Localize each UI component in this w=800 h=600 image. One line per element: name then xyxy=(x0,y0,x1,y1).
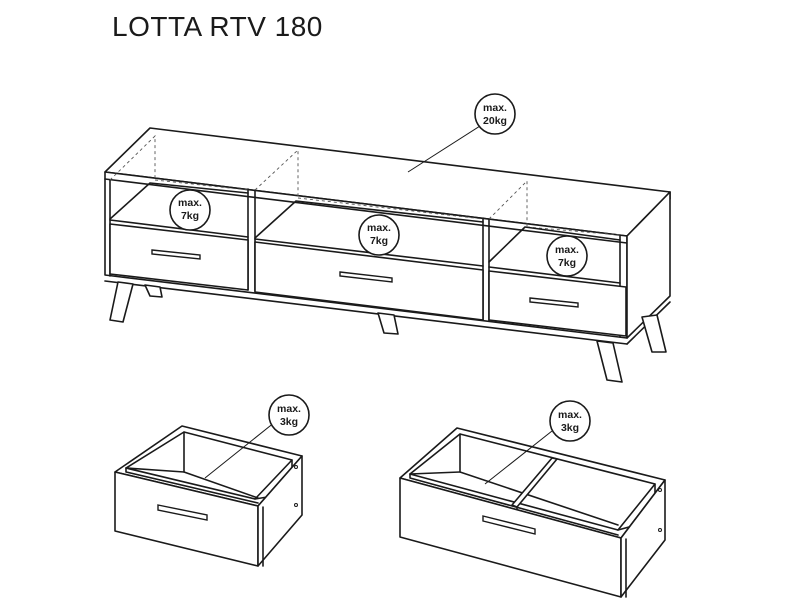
leg-back-left xyxy=(144,284,163,298)
drawer-handle-right xyxy=(529,297,579,308)
svg-text:max.: max. xyxy=(178,197,202,209)
badge-shelf-right: max. 7kg xyxy=(546,235,588,277)
svg-text:7kg: 7kg xyxy=(558,257,576,269)
leader-top xyxy=(407,125,481,173)
drawer-handle-middle xyxy=(339,271,393,283)
svg-text:max.: max. xyxy=(555,244,579,256)
drawer-large xyxy=(399,427,666,598)
drawer-small-handle xyxy=(157,504,208,521)
svg-text:3kg: 3kg xyxy=(280,416,298,428)
svg-text:max.: max. xyxy=(367,222,391,234)
drawer-small-side xyxy=(257,455,303,567)
drawer-large-side xyxy=(620,479,666,598)
leader-drawer-large xyxy=(484,430,553,485)
svg-text:3kg: 3kg xyxy=(561,422,579,434)
badge-shelf-left: max. 7kg xyxy=(169,189,211,231)
badge-top: max. 20kg xyxy=(474,93,516,135)
product-title: LOTTA RTV 180 xyxy=(112,11,323,42)
badge-shelf-middle: max. 7kg xyxy=(358,214,400,256)
leg-back-right xyxy=(641,314,667,353)
svg-text:max.: max. xyxy=(483,102,507,114)
leg-front-left xyxy=(109,281,134,323)
leader-drawer-small xyxy=(204,421,276,479)
tv-cabinet xyxy=(104,127,671,383)
badge-drawer-large: max. 3kg xyxy=(549,400,591,442)
leg-front-right xyxy=(596,340,623,383)
leg-middle xyxy=(377,312,399,335)
drawer-large-divider xyxy=(511,457,558,508)
cabinet-right-side xyxy=(626,191,671,339)
badge-drawer-small: max. 3kg xyxy=(268,394,310,436)
drawer-large-handle xyxy=(482,515,536,535)
svg-text:max.: max. xyxy=(277,403,301,415)
svg-text:7kg: 7kg xyxy=(181,210,199,222)
drawer-handle-left xyxy=(151,249,201,260)
drawer-front-middle xyxy=(254,241,484,321)
svg-text:7kg: 7kg xyxy=(370,235,388,247)
drawer-small xyxy=(114,425,303,567)
svg-text:max.: max. xyxy=(558,409,582,421)
svg-text:20kg: 20kg xyxy=(483,115,507,127)
